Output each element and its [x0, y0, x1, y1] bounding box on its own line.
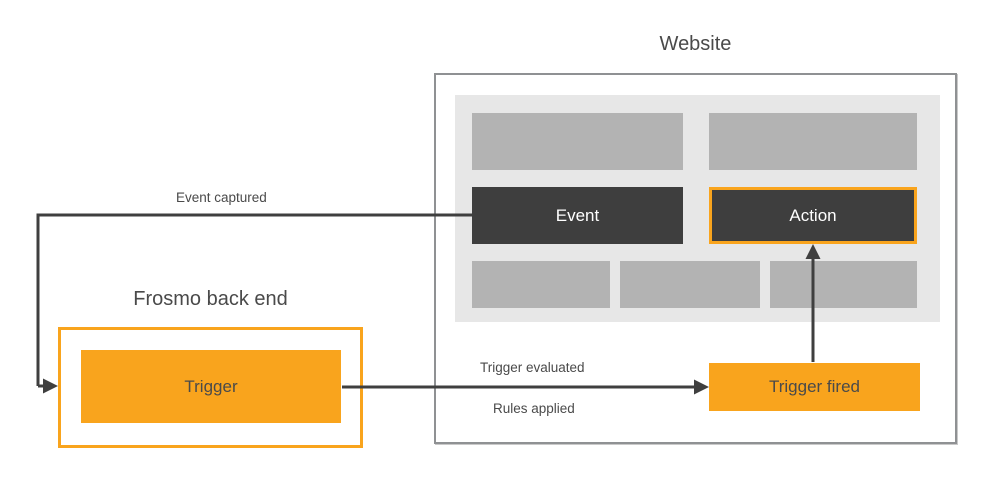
trigger-box-label: Trigger	[184, 376, 238, 396]
content-placeholder-block	[620, 261, 760, 308]
trigger-fired-label: Trigger fired	[768, 377, 860, 396]
content-placeholder-block	[709, 113, 917, 170]
backend-container: Trigger	[58, 327, 363, 448]
content-placeholder-block	[770, 261, 917, 308]
website-title: Website	[659, 33, 732, 55]
trigger-fired-box: Trigger fired	[709, 363, 920, 411]
event-box: Event	[472, 187, 683, 244]
content-placeholder-block	[472, 261, 610, 308]
trigger-evaluated-label: Trigger evaluated	[480, 360, 585, 375]
trigger-box: Trigger	[81, 350, 341, 423]
event-captured-arrowhead-icon	[43, 378, 58, 394]
backend-title: Frosmo back end	[133, 288, 288, 310]
action-box-label: Action	[789, 205, 837, 225]
content-placeholder-block	[472, 113, 683, 170]
event-captured-label: Event captured	[176, 190, 267, 205]
event-box-label: Event	[555, 205, 600, 225]
rules-applied-label: Rules applied	[493, 401, 575, 416]
action-box: Action	[709, 187, 917, 244]
